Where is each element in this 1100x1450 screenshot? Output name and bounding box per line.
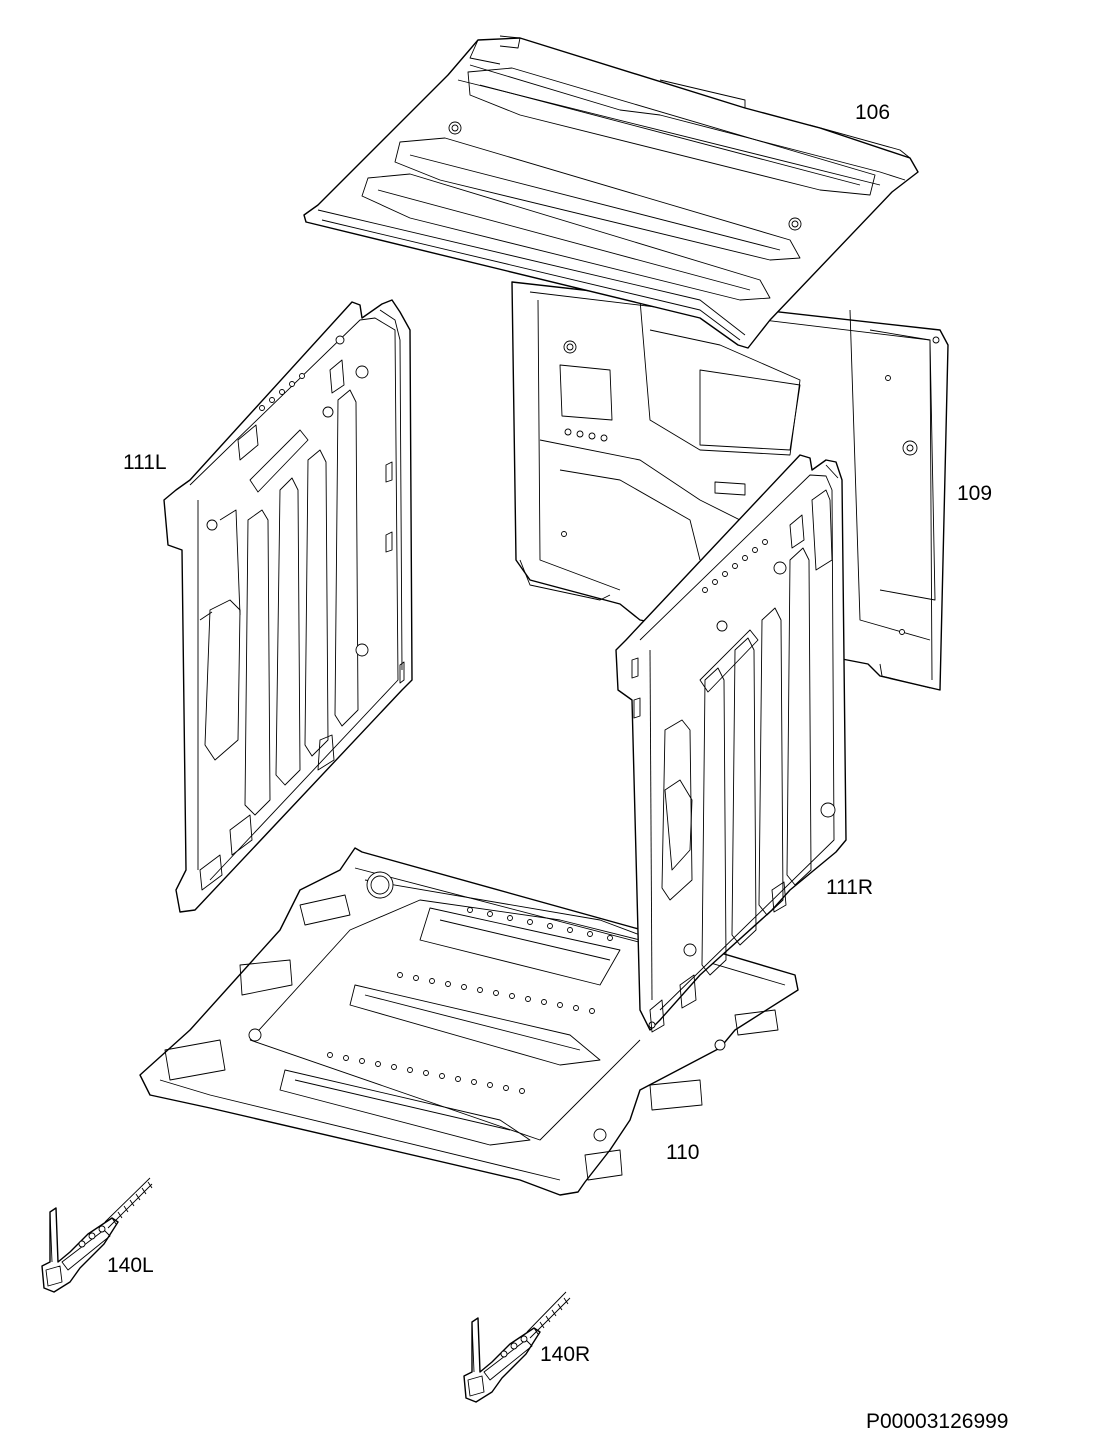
part-140R-hinge xyxy=(463,1291,571,1403)
label-110: 110 xyxy=(666,1141,700,1164)
part-110-bottom-panel xyxy=(139,847,799,1196)
label-111L: 111L xyxy=(123,451,167,474)
part-111L-left-side-panel xyxy=(163,299,413,913)
label-106: 106 xyxy=(855,101,891,124)
label-109: 109 xyxy=(957,482,993,505)
drawing-code: P00003126999 xyxy=(866,1410,1009,1433)
part-106-top-panel xyxy=(303,35,919,349)
label-140R: 140R xyxy=(540,1343,591,1366)
label-111R: 111R xyxy=(826,876,874,899)
part-140L-hinge xyxy=(41,1177,153,1293)
label-140L: 140L xyxy=(107,1254,154,1277)
part-111R-right-side-panel xyxy=(615,454,847,1033)
